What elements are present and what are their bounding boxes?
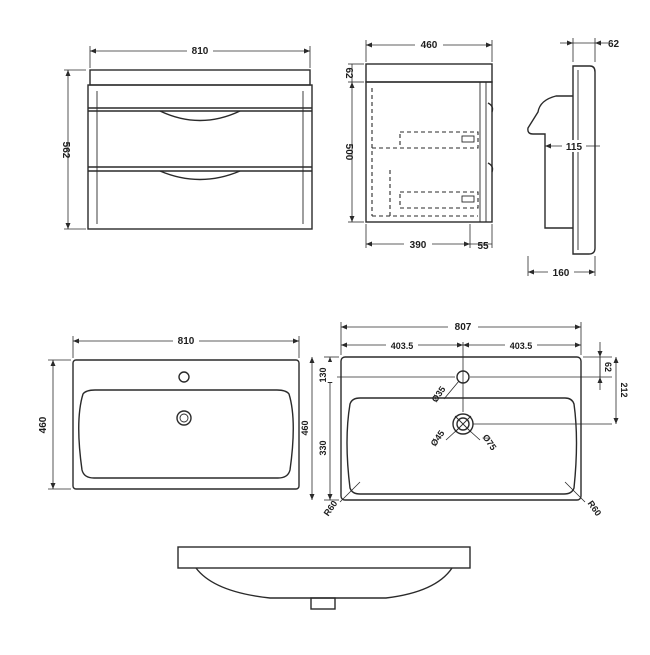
basin-top-depth-label: 460 <box>38 416 49 433</box>
basin-plan-view: 807 403.5 403.5 130 330 460 62 212 Ø35 <box>300 320 629 518</box>
basin-plan-waste-inner <box>456 417 470 431</box>
front-view-handle <box>159 110 241 122</box>
side-top-label: 62 <box>343 67 354 79</box>
side-view: 460 62 500 390 55 <box>343 38 494 252</box>
side-view-drawer-box <box>399 191 479 209</box>
dim-arrows <box>341 342 581 348</box>
basin-top-tap-hole <box>178 371 190 383</box>
profile-view: 62 115 160 <box>527 38 620 279</box>
dim-label-bg <box>505 339 537 351</box>
side-height-label: 500 <box>343 144 354 161</box>
profile-outline <box>572 65 596 255</box>
basin-plan-bowl <box>346 397 578 495</box>
dim-label-bg <box>173 334 199 346</box>
basin-plan-tap-hole-label: Ø35 <box>430 384 448 404</box>
dim-label-bg <box>562 140 586 152</box>
front-view-body <box>87 84 313 230</box>
basin-top-bowl <box>78 389 294 479</box>
basin-plan-right-half-label: 403.5 <box>510 341 533 351</box>
side-view-top <box>365 63 493 83</box>
side-inner-label: 390 <box>410 240 427 251</box>
leader-line <box>469 430 481 441</box>
front-width-label: 810 <box>192 46 209 57</box>
basin-top-view: 810 460 <box>38 334 300 490</box>
profile-top-label: 62 <box>608 39 620 50</box>
side-depth-label: 460 <box>421 40 438 51</box>
front-view-handle <box>159 170 241 181</box>
leader-line <box>443 380 460 400</box>
basin-plan-radius-right-label: R60 <box>586 499 604 518</box>
front-height-label: 562 <box>60 142 71 159</box>
basin-top-width-label: 810 <box>178 336 195 347</box>
front-view-top <box>89 69 311 86</box>
front-view: 810 562 <box>60 44 313 230</box>
leader-line <box>339 481 361 503</box>
basin-plan-outline <box>340 356 582 501</box>
basin-front-bowl <box>195 567 453 599</box>
profile-mid-label: 115 <box>566 142 583 153</box>
basin-plan-waste-small-label: Ø45 <box>429 428 447 448</box>
basin-plan-right-top-label: 62 <box>603 362 613 372</box>
basin-front-rim <box>177 546 471 569</box>
dim-label-bg <box>187 44 213 56</box>
basin-top-waste <box>176 410 192 426</box>
basin-plan-bowl-depth-label: 330 <box>318 440 328 455</box>
side-view-drawer-box <box>399 131 479 149</box>
side-view-body <box>365 81 493 223</box>
side-view-handle <box>487 102 494 113</box>
dim-label-bg <box>404 238 432 250</box>
dim-label-bg <box>323 362 337 382</box>
basin-plan-side-depth-label: 460 <box>300 420 310 435</box>
dim-label-bg <box>448 320 478 332</box>
basin-front-waste <box>310 597 336 610</box>
basin-plan-left-half-label: 403.5 <box>391 341 414 351</box>
basin-plan-radius-left-label: R60 <box>322 499 340 518</box>
side-view-runner <box>461 135 475 143</box>
basin-front-view <box>177 546 471 610</box>
side-view-runner <box>461 195 475 203</box>
profile-bottom-label: 160 <box>553 268 570 279</box>
profile-basin <box>527 95 573 229</box>
side-back-label: 55 <box>477 241 489 252</box>
basin-plan-tap-offset-label: 130 <box>318 367 328 382</box>
dim-label-bg <box>415 38 443 50</box>
dim-label-bg <box>386 339 418 351</box>
basin-plan-waste-large-label: Ø75 <box>480 432 498 452</box>
leader-line <box>445 428 459 441</box>
basin-top-outline <box>72 359 300 490</box>
dim-label-bg <box>548 266 574 278</box>
leader-line <box>564 481 586 503</box>
basin-plan-overall-label: 807 <box>455 322 472 333</box>
side-view-handle <box>487 162 494 173</box>
basin-top-waste-inner <box>179 413 189 423</box>
basin-plan-right-bottom-label: 212 <box>619 382 629 397</box>
